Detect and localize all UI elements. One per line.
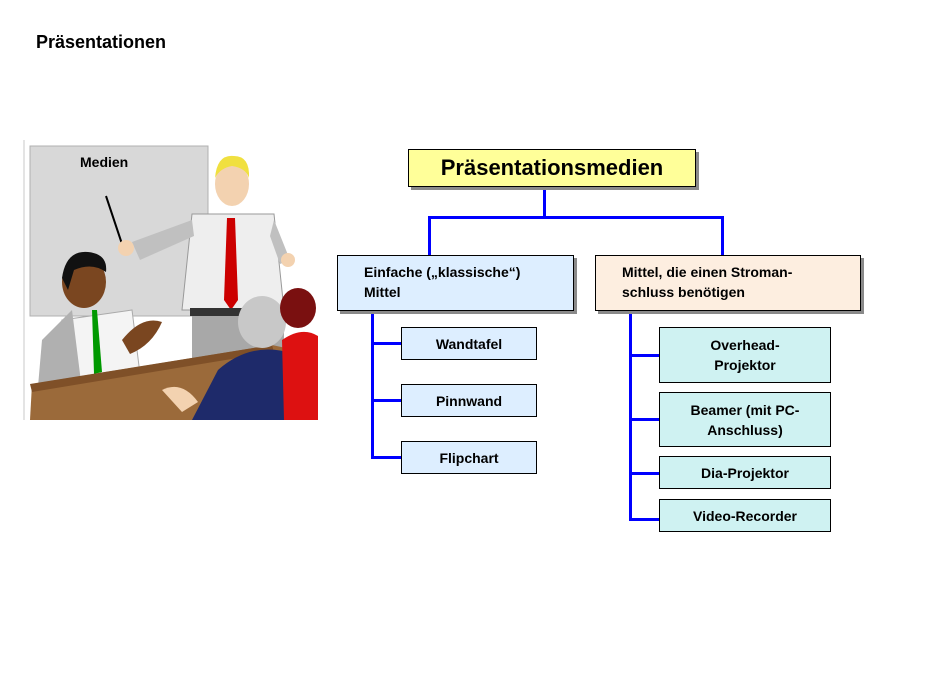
connector-left-branch xyxy=(371,456,401,459)
leaf-label: Flipchart xyxy=(439,449,499,466)
category-label: Mittel xyxy=(364,284,401,300)
leaf-label: Wandtafel xyxy=(435,335,503,352)
leaf-node-video-recorder: Video-Recorder xyxy=(659,499,831,532)
leaf-node-dia-projektor: Dia-Projektor xyxy=(659,456,831,489)
connector-right-branch xyxy=(629,418,659,421)
connector-left-drop xyxy=(428,216,431,256)
connector-right-branch xyxy=(629,354,659,357)
leaf-node-wandtafel: Wandtafel xyxy=(401,327,537,360)
category-node-powered: Mittel, die einen Stroman- schluss benöt… xyxy=(595,255,861,311)
root-node: Präsentationsmedien xyxy=(408,149,696,187)
category-node-classic: Einfache („klassische“) Mittel xyxy=(337,255,574,311)
root-node-label: Präsentationsmedien xyxy=(440,155,664,180)
page-title: Präsentationen xyxy=(36,32,167,52)
pointer-stick xyxy=(105,195,123,245)
leaf-label: Anschluss) xyxy=(707,421,783,438)
category-label: Einfache („klassische“) xyxy=(364,264,521,280)
leaf-label: Overhead- xyxy=(710,337,780,353)
connector-left-branch xyxy=(371,399,401,402)
connector-right-branch xyxy=(629,472,659,475)
category-label: Mittel, die einen Stroman- xyxy=(622,264,793,280)
connector-left-branch xyxy=(371,342,401,345)
leaf-label: Dia-Projektor xyxy=(701,464,789,481)
connector-right-spine xyxy=(629,311,632,521)
connector-root-stem xyxy=(543,189,546,218)
board-label: Medien xyxy=(80,154,128,170)
leaf-node-pinnwand: Pinnwand xyxy=(401,384,537,417)
leaf-label: Projektor xyxy=(714,357,776,373)
leaf-node-overhead-projektor: Overhead- Projektor xyxy=(659,327,831,383)
leaf-label: Pinnwand xyxy=(435,392,503,409)
leaf-label: Beamer (mit PC- xyxy=(690,401,800,418)
connector-right-branch xyxy=(629,518,659,521)
presentation-illustration: Medien xyxy=(22,140,318,420)
leaf-node-beamer: Beamer (mit PC- Anschluss) xyxy=(659,392,831,447)
category-label: schluss benötigen xyxy=(622,284,745,300)
leaf-node-flipchart: Flipchart xyxy=(401,441,537,474)
connector-left-spine xyxy=(371,311,374,459)
connector-right-drop xyxy=(721,216,724,256)
connector-horizontal xyxy=(428,216,724,219)
leaf-label: Video-Recorder xyxy=(693,507,797,524)
